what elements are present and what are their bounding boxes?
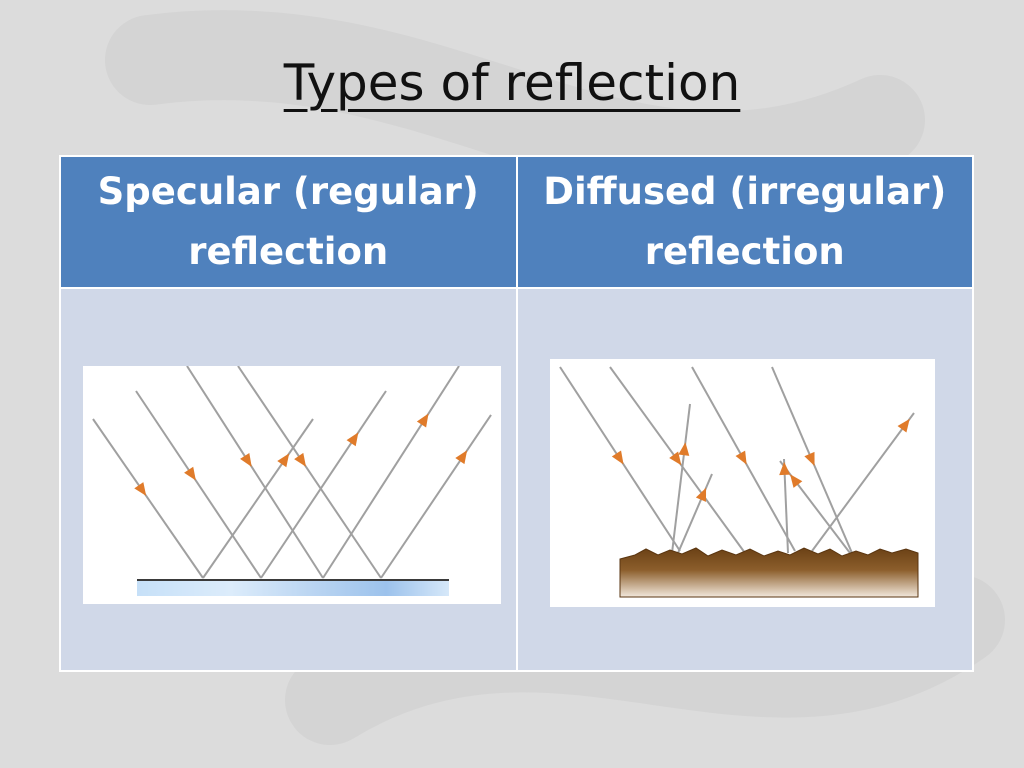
arrowhead-icon xyxy=(677,442,689,456)
slide-title: Types of reflection xyxy=(283,54,741,112)
arrowhead-icon xyxy=(134,482,147,496)
cell-diffused xyxy=(515,287,974,672)
specular-arrowheads xyxy=(134,413,468,496)
header-specular: Specular (regular) reflection xyxy=(59,155,518,289)
rough-surface xyxy=(619,547,918,598)
arrowhead-icon xyxy=(695,487,706,502)
header-diffused: Diffused (irregular) reflection xyxy=(515,155,974,289)
arrowhead-icon xyxy=(294,452,306,467)
incident-ray xyxy=(237,366,382,579)
reflected-ray xyxy=(202,418,314,579)
reflected-ray xyxy=(380,414,492,579)
mirror-surface xyxy=(137,580,449,596)
arrowhead-icon xyxy=(240,452,252,467)
arrowhead-icon xyxy=(778,461,790,476)
arrowhead-icon xyxy=(277,453,290,468)
incident-ray xyxy=(135,390,262,579)
diffused-arrowheads xyxy=(611,418,910,502)
reflection-table: Specular (regular) reflection Diffused (… xyxy=(59,155,974,672)
specular-rays xyxy=(92,366,492,579)
arrowhead-icon xyxy=(184,466,196,481)
reflected-ray xyxy=(260,390,387,579)
arrowhead-icon xyxy=(455,450,468,465)
arrowhead-icon xyxy=(803,451,815,466)
incident-ray xyxy=(92,418,204,579)
diffused-reflection-diagram xyxy=(549,359,935,607)
scattered-ray xyxy=(670,403,691,554)
scattered-ray xyxy=(810,412,915,552)
arrowhead-icon xyxy=(346,432,359,447)
arrowhead-icon xyxy=(611,450,624,465)
arrowhead-icon xyxy=(789,474,802,488)
cell-specular xyxy=(59,287,518,672)
reflected-ray xyxy=(322,366,460,579)
arrowhead-icon xyxy=(416,413,429,428)
scattered-ray xyxy=(676,473,713,554)
arrowhead-icon xyxy=(735,450,747,465)
specular-reflection-diagram xyxy=(83,366,501,604)
incident-ray xyxy=(186,366,324,579)
arrowhead-icon xyxy=(668,451,681,466)
arrowhead-icon xyxy=(897,418,910,433)
